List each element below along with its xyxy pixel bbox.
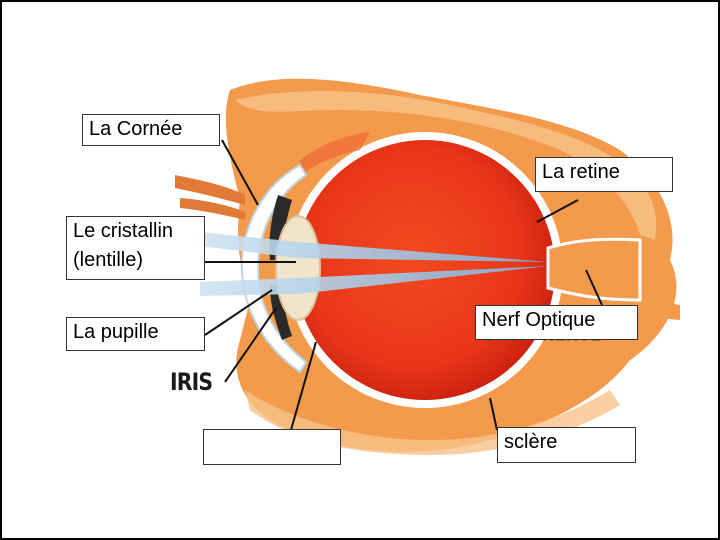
optic-nerve-shape xyxy=(546,237,642,302)
light-ray-lower xyxy=(200,266,548,296)
label-lens: Le cristallin (lentille) xyxy=(66,216,205,280)
iris-lower xyxy=(270,285,292,340)
lens-shape xyxy=(275,215,321,321)
label-retina: La retine xyxy=(535,157,673,192)
label-optic-nerve: Nerf Optique xyxy=(475,305,638,340)
label-sclera: sclère xyxy=(497,427,636,463)
eyeball xyxy=(287,132,563,408)
label-blank xyxy=(203,429,341,465)
label-pupil: La pupille xyxy=(66,317,205,351)
leader-lines xyxy=(204,139,603,431)
light-ray-upper xyxy=(200,232,548,262)
iris-printed-label: IRIS xyxy=(170,368,213,396)
label-cornea: La Cornée xyxy=(82,114,220,146)
